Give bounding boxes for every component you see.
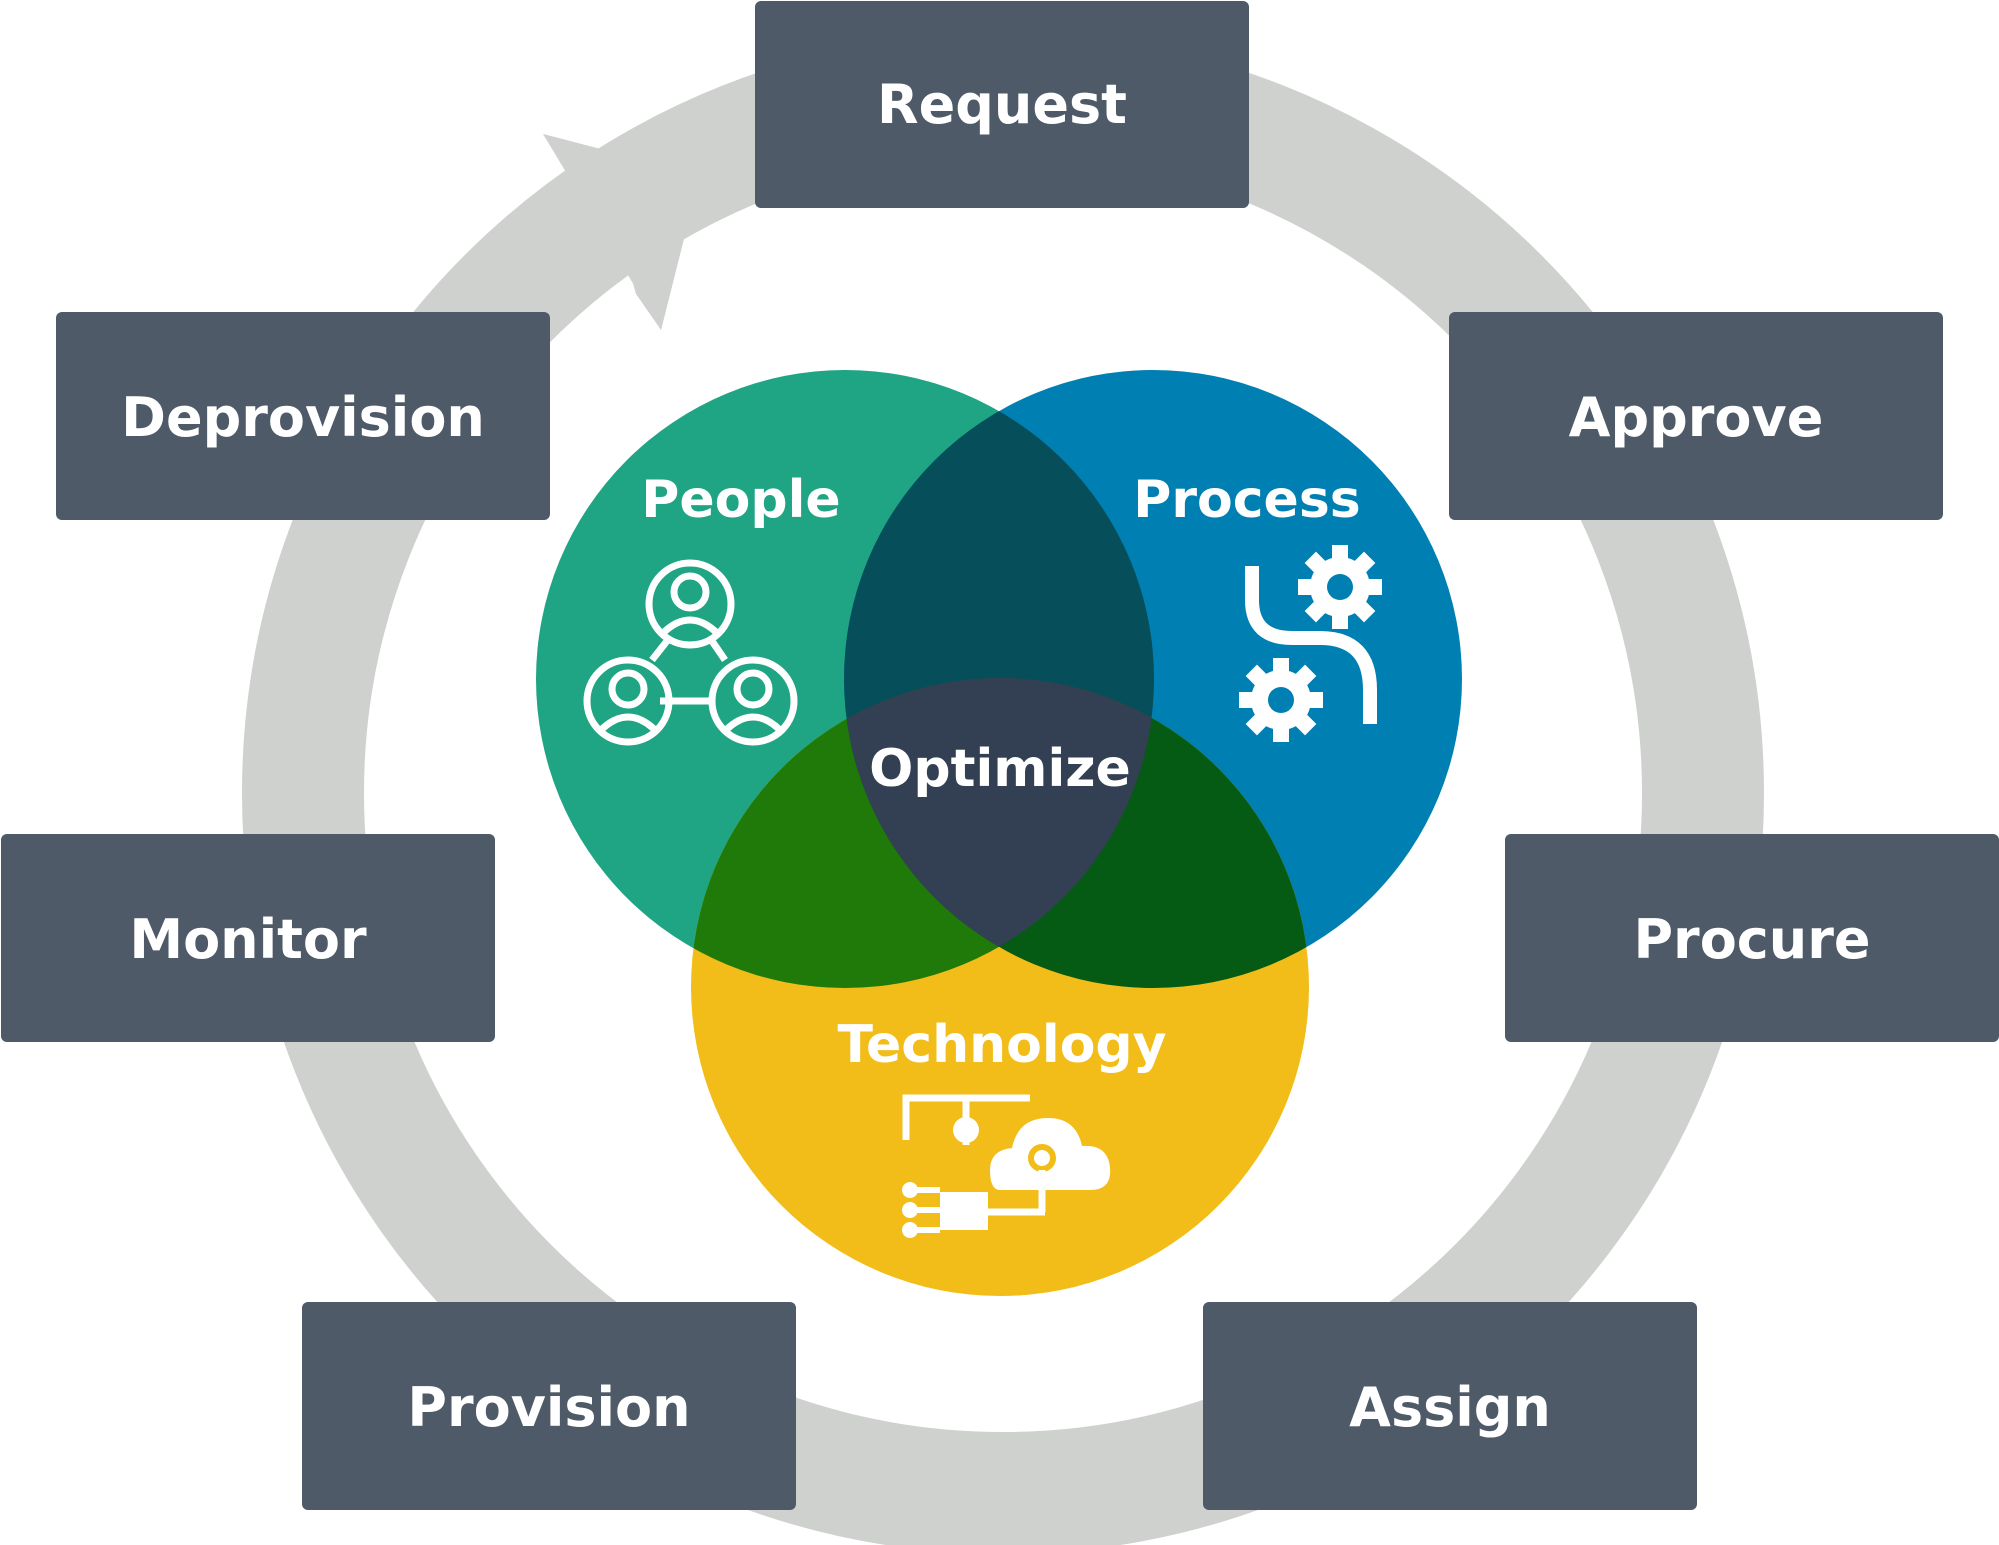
step-deprovision: Deprovision (56, 312, 550, 520)
step-procure: Procure (1505, 834, 1999, 1042)
step-provision: Provision (302, 1302, 796, 1510)
step-approve: Approve (1449, 312, 1943, 520)
people-network-icon (583, 559, 798, 746)
process-gears-icon (1239, 545, 1382, 742)
cloud-circuit-icon (902, 1094, 1111, 1238)
venn-label-optimize: Optimize (869, 739, 1131, 799)
step-label-procure: Procure (1633, 908, 1870, 971)
venn-label-process: Process (1133, 470, 1360, 530)
venn-label-people: People (641, 470, 840, 530)
step-request: Request (755, 1, 1249, 208)
step-label-deprovision: Deprovision (121, 386, 485, 449)
step-label-provision: Provision (407, 1376, 690, 1439)
step-monitor: Monitor (1, 834, 495, 1042)
venn-label-technology: Technology (837, 1015, 1166, 1075)
step-label-request: Request (877, 73, 1127, 136)
step-label-approve: Approve (1569, 386, 1824, 449)
step-label-assign: Assign (1349, 1376, 1551, 1439)
step-label-monitor: Monitor (129, 908, 367, 971)
venn-diagram (536, 370, 1462, 1296)
cycle-arrowhead-tip (543, 134, 700, 330)
step-assign: Assign (1203, 1302, 1697, 1510)
